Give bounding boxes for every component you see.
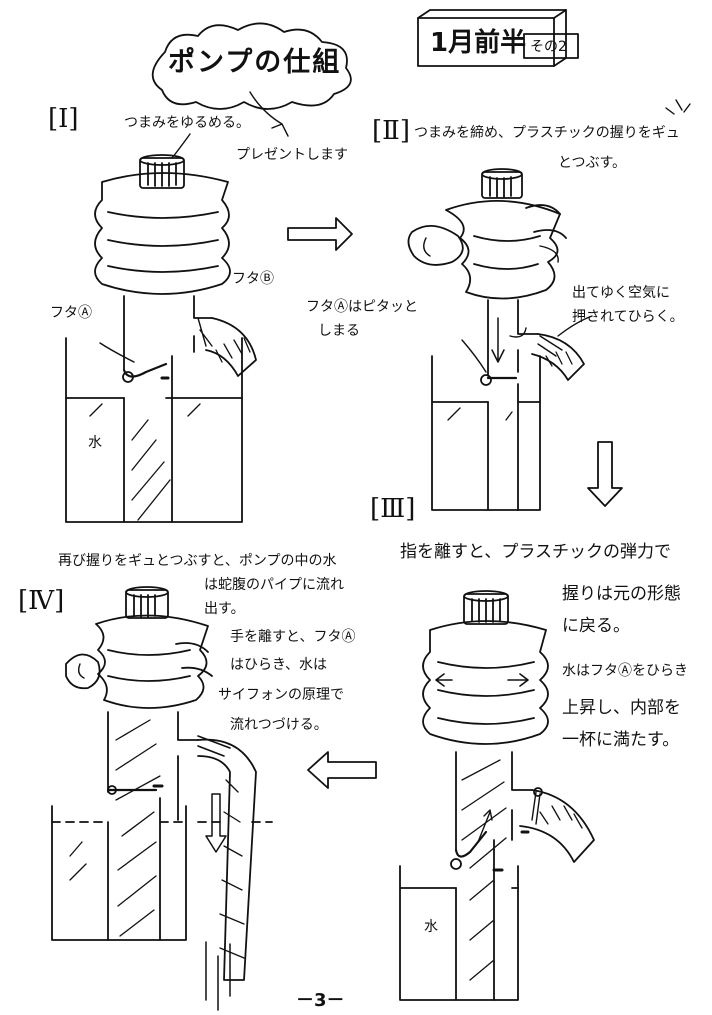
step-4-caption: 再び握りをギュとつぶすと、ポンプの中の水	[58, 553, 337, 569]
step-1-caption-2: プレゼントします	[236, 147, 348, 163]
shape-note-3b: に戻る。	[562, 616, 630, 636]
water-label-1: 水	[88, 435, 102, 451]
step-3-label: [Ⅲ]	[370, 494, 416, 524]
water-note-3: 水はフタⒶをひらき	[562, 663, 688, 679]
step-1-caption: つまみをゆるめる。	[124, 115, 250, 131]
pump-panel-3	[400, 591, 594, 1000]
arrow-2-to-3	[588, 442, 622, 506]
arrow-1-to-2	[288, 218, 352, 250]
release-note-4: 手を離すと、フタⒶ	[230, 629, 356, 645]
period-label: 1月前半	[430, 28, 527, 58]
water-note-3b: 上昇し、内部を	[562, 698, 681, 718]
lid-a-label-1: フタⒶ	[50, 305, 92, 321]
pump-panel-4	[52, 587, 272, 1010]
leader-lines-2	[462, 100, 690, 372]
step-2-label: [Ⅱ]	[372, 116, 410, 146]
air-note-2: 出てゆく空気に	[572, 285, 670, 301]
lid-a-note-2: フタⒶはピタッと	[306, 299, 418, 315]
step-2-caption-2: とつぶす。	[558, 155, 627, 171]
step-2-caption: つまみを締め、プラスチックの握りをギュ	[414, 125, 680, 141]
part-label: その2	[530, 39, 567, 55]
water-label-3: 水	[424, 919, 438, 935]
lid-a-note-2b: しまる	[318, 323, 360, 339]
arrow-3-to-4	[308, 752, 376, 788]
leader-lines-1	[100, 92, 288, 362]
page-title: ポンプの仕組	[168, 47, 342, 78]
step-4-label: [Ⅳ]	[18, 586, 65, 616]
shape-note-3: 握りは元の形態	[562, 584, 681, 604]
step-4-caption-2: は蛇腹のパイプに流れ	[204, 577, 344, 593]
title-cloud	[153, 23, 351, 109]
pump-panel-1	[66, 155, 256, 522]
release-note-4c: サイフォンの原理で	[218, 687, 344, 703]
release-note-4b: はひらき、水は	[230, 657, 328, 673]
release-note-4d: 流れつづける。	[230, 717, 328, 733]
step-1-label: [Ⅰ]	[48, 104, 79, 134]
header-box	[418, 10, 578, 66]
step-4-caption-3: 出す。	[204, 601, 245, 617]
air-note-2b: 押されてひらく。	[572, 309, 684, 325]
step-3-caption: 指を離すと、プラスチックの弾力で	[400, 542, 671, 562]
page-number: －3－	[296, 990, 345, 1011]
pump-panel-2	[408, 169, 584, 510]
water-note-3c: 一杯に満たす。	[562, 730, 680, 750]
lid-b-label-1: フタⒷ	[232, 271, 274, 287]
